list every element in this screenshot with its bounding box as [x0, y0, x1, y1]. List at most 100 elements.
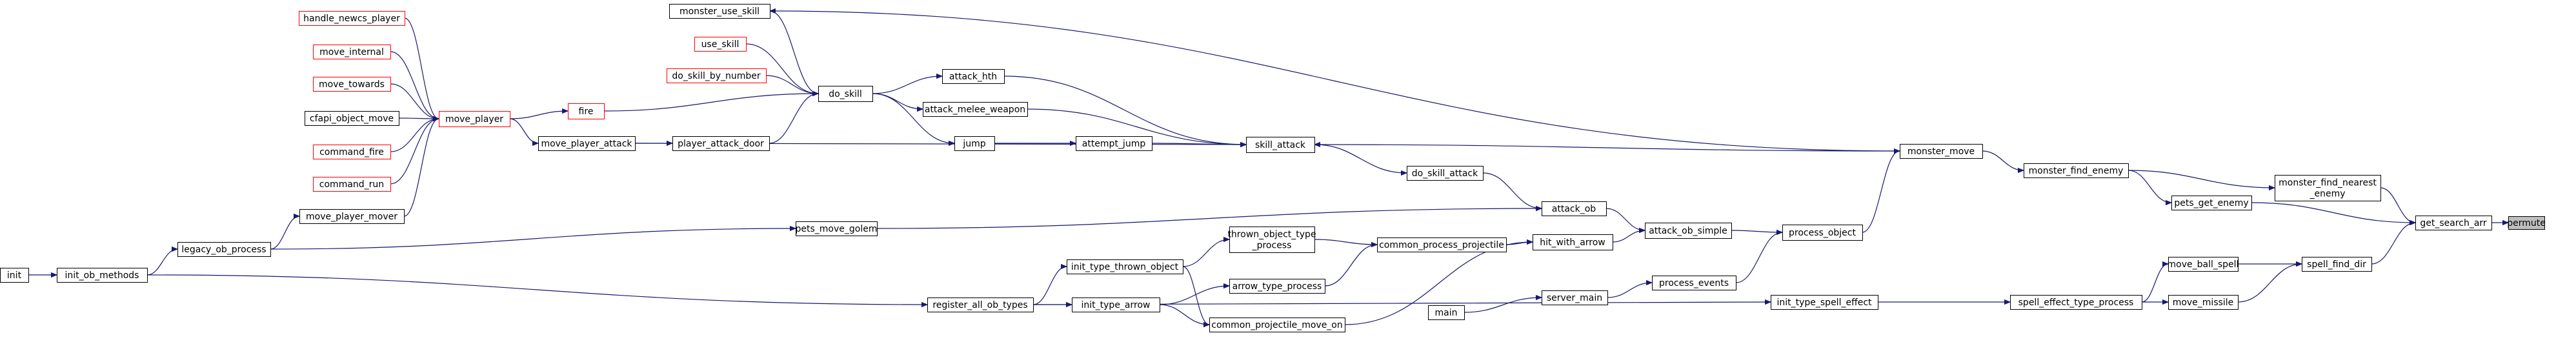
node-permute[interactable]: permute [2507, 216, 2546, 230]
node-fire[interactable]: fire [568, 103, 605, 119]
node-monster_find_nearest_enemy[interactable]: monster_find_nearest_enemy [2275, 175, 2381, 201]
node-label: fire [579, 106, 594, 117]
node-box [1229, 227, 1315, 253]
node-skill_attack[interactable]: skill_attack [1246, 137, 1315, 153]
node-box [2010, 295, 2142, 310]
node-register_all_ob_types[interactable]: register_all_ob_types [927, 298, 1034, 312]
node-label: thrown_object_type [1227, 230, 1316, 240]
node-monster_use_skill[interactable]: monster_use_skill [669, 4, 770, 19]
node-do_skill_by_number[interactable]: do_skill_by_number [667, 68, 767, 83]
edge-attack_ob_simple-to-process_object [1731, 230, 1782, 232]
node-move_internal[interactable]: move_internal [313, 45, 391, 59]
node-label: main [1435, 308, 1458, 318]
node-label: do_skill_by_number [672, 71, 761, 81]
edge-command_fire-to-move_player [390, 119, 439, 152]
edge-pets_move_golem-to-attack_ob [876, 208, 1542, 229]
node-move_ball_spell[interactable]: move_ball_spell [2168, 257, 2239, 272]
node-command_run[interactable]: command_run [313, 177, 391, 192]
node-do_skill[interactable]: do_skill [818, 86, 873, 102]
node-do_skill_attack[interactable]: do_skill_attack [1407, 166, 1484, 181]
node-move_player_mover[interactable]: move_player_mover [299, 209, 405, 224]
edge-monster_find_enemy-to-pets_get_enemy [2128, 170, 2171, 203]
node-box [2168, 257, 2239, 272]
node-command_fire[interactable]: command_fire [313, 145, 391, 159]
node-get_search_arr[interactable]: get_search_arr [2415, 216, 2492, 230]
node-spell_effect_type_process[interactable]: spell_effect_type_process [2010, 295, 2142, 310]
node-move_missile[interactable]: move_missile [2168, 295, 2239, 310]
node-handle_newcs_player[interactable]: handle_newcs_player [299, 11, 405, 26]
node-monster_move[interactable]: monster_move [1900, 144, 1983, 159]
node-label: monster_use_skill [679, 6, 760, 17]
node-label: _process [1252, 241, 1292, 251]
node-box [2275, 175, 2381, 201]
node-label: pets_get_enemy [2174, 198, 2248, 208]
node-legacy_ob_process[interactable]: legacy_ob_process [177, 242, 271, 257]
node-use_skill[interactable]: use_skill [694, 37, 747, 52]
edge-attack_melee_weapon-to-skill_attack [1027, 108, 1246, 145]
node-jump[interactable]: jump [954, 136, 995, 151]
node-label: legacy_ob_process [181, 245, 266, 255]
node-box [667, 68, 767, 83]
edge-spell_effect_type_process-to-move_ball_spell [2141, 264, 2169, 303]
node-label: attack_melee_weapon [925, 105, 1025, 115]
node-label: command_run [319, 179, 384, 190]
node-move_player_attack[interactable]: move_player_attack [538, 136, 636, 151]
node-move_player[interactable]: move_player [439, 111, 510, 127]
edge-process_object-to-monster_move [1862, 151, 1900, 233]
node-common_projectile_move_on[interactable]: common_projectile_move_on [1209, 318, 1345, 332]
edge-init_type_arrow-to-common_projectile_move_on [1159, 304, 1209, 325]
node-label: spell_find_dir [2307, 259, 2366, 270]
edge-legacy_ob_process-to-move_player_mover [270, 216, 300, 250]
node-attack_hth[interactable]: attack_hth [942, 69, 1005, 84]
node-move_towards[interactable]: move_towards [313, 77, 391, 92]
node-attack_ob[interactable]: attack_ob [1542, 201, 1607, 216]
edge-register_all_ob_types-to-init_type_thrown_object [1032, 267, 1067, 305]
node-attack_ob_simple[interactable]: attack_ob_simple [1645, 223, 1732, 239]
node-common_process_projectile[interactable]: common_process_projectile [1377, 237, 1507, 252]
node-server_main[interactable]: server_main [1542, 290, 1608, 305]
node-cfapi_object_move[interactable]: cfapi_object_move [305, 111, 399, 126]
node-process_events[interactable]: process_events [1652, 276, 1736, 290]
node-label: move_player_attack [541, 139, 632, 149]
node-init[interactable]: init [0, 268, 29, 283]
node-init_type_arrow[interactable]: init_type_arrow [1072, 298, 1160, 312]
edge-main-to-server_main [1464, 298, 1542, 313]
edge-monster_move-to-monster_find_enemy [1982, 150, 2024, 170]
node-box [1072, 298, 1160, 312]
node-monster_find_enemy[interactable]: monster_find_enemy [2024, 163, 2129, 178]
node-label: register_all_ob_types [932, 300, 1027, 310]
node-box [1645, 223, 1732, 239]
node-attack_melee_weapon[interactable]: attack_melee_weapon [923, 102, 1028, 117]
node-arrow_type_process[interactable]: arrow_type_process [1229, 279, 1325, 294]
node-spell_find_dir[interactable]: spell_find_dir [2302, 257, 2372, 272]
edge-skill_attack-to-do_skill_attack [1314, 144, 1407, 173]
node-process_object[interactable]: process_object [1782, 225, 1863, 241]
node-init_type_spell_effect[interactable]: init_type_spell_effect [1771, 295, 1878, 310]
node-box [669, 4, 770, 19]
node-label: do_skill_attack [1412, 168, 1478, 179]
node-label: hit_with_arrow [1540, 237, 1605, 248]
edge-monster_move-to-skill_attack [1314, 145, 1900, 152]
node-label: skill_attack [1255, 140, 1306, 150]
node-label: monster_move [1907, 146, 1975, 157]
node-hit_with_arrow[interactable]: hit_with_arrow [1533, 234, 1613, 250]
node-box [927, 298, 1034, 312]
edge-move_missile-to-spell_find_dir [2237, 264, 2302, 303]
node-thrown_object_type_process[interactable]: thrown_object_type_process [1227, 227, 1316, 253]
node-pets_move_golem[interactable]: pets_move_golem [796, 221, 878, 236]
node-box [439, 111, 510, 127]
node-label: command_fire [319, 147, 384, 157]
node-box [2508, 216, 2545, 230]
node-label: pets_move_golem [796, 224, 878, 234]
node-label: init [7, 270, 22, 281]
node-player_attack_door[interactable]: player_attack_door [672, 136, 770, 151]
node-main[interactable]: main [1428, 305, 1465, 320]
node-pets_get_enemy[interactable]: pets_get_enemy [2171, 196, 2252, 210]
node-attempt_jump[interactable]: attempt_jump [1076, 136, 1152, 151]
edge-do_skill_by_number-to-do_skill [765, 75, 818, 94]
node-init_ob_methods[interactable]: init_ob_methods [57, 268, 148, 283]
node-label: handle_newcs_player [303, 14, 400, 24]
node-init_type_thrown_object[interactable]: init_type_thrown_object [1067, 259, 1183, 274]
node-label: init_type_arrow [1082, 300, 1151, 310]
